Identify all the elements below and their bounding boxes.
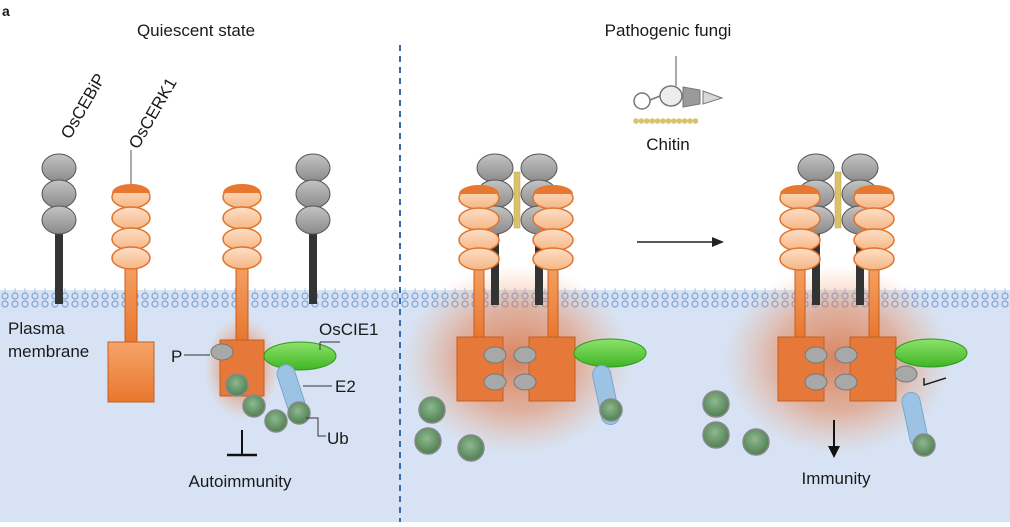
- oscerk1-lobe: [458, 247, 500, 271]
- oscebip-lobe: [520, 153, 558, 183]
- right-panel-title: Pathogenic fungi: [605, 21, 732, 40]
- phospho-label: P: [171, 347, 182, 366]
- chitin-unit: [687, 118, 693, 124]
- oscerk1-cap: [533, 185, 573, 194]
- chitin-unit: [649, 118, 655, 124]
- phosphate: [513, 346, 537, 364]
- oscie1-protein-left: [263, 341, 337, 371]
- oscebip-receptor-left-2: [295, 153, 331, 304]
- chitin-unit: [660, 118, 666, 124]
- chitin-unit: [644, 118, 650, 124]
- chitin-bound: [834, 171, 842, 229]
- oscerk1-lobe: [458, 207, 500, 231]
- right-outcome-label: Immunity: [802, 469, 871, 488]
- chitin-label: Chitin: [646, 135, 689, 154]
- oscebip-lobe: [841, 153, 879, 183]
- oscie1-label: OsCIE1: [319, 320, 379, 339]
- kinase-domain: [528, 336, 576, 402]
- oscebip-label: OsCEBiP: [57, 70, 109, 142]
- oscerk1-label: OsCERK1: [125, 75, 181, 152]
- oscerk1-cap: [780, 185, 820, 194]
- ubiquitin: [912, 433, 936, 457]
- oscebip-lobe: [476, 153, 514, 183]
- left-outcome-label: Autoimmunity: [189, 472, 292, 491]
- phosphate: [804, 373, 828, 391]
- phosphate: [483, 346, 507, 364]
- phosphate: [513, 373, 537, 391]
- chitin-chain-icon: [633, 118, 699, 124]
- oscerk1-cap: [854, 185, 894, 194]
- chitin-unit: [665, 118, 672, 124]
- oscerk1-lobe: [853, 247, 895, 271]
- oscie1-protein: [894, 338, 968, 368]
- free-ubiquitin-b: [702, 390, 770, 456]
- e2-label: E2: [335, 377, 356, 396]
- transition-arrowhead: [712, 237, 724, 247]
- oscerk1-lobe: [532, 247, 574, 271]
- panel-marker: a: [2, 3, 10, 19]
- membrane-label-line2: membrane: [8, 342, 89, 361]
- ub-label: Ub: [327, 429, 349, 448]
- phosphate: [483, 373, 507, 391]
- oscerk1-cap: [459, 185, 499, 194]
- oscerk1-lobe: [532, 207, 574, 231]
- oscebip-receptor-left: [41, 153, 77, 304]
- left-panel-title: Quiescent state: [137, 21, 255, 40]
- oscerk1-lobe: [779, 207, 821, 231]
- immunity-arrow-head: [828, 446, 840, 458]
- phosphate: [834, 346, 858, 364]
- oscie1-protein: [573, 338, 647, 368]
- chitin-bound: [513, 171, 521, 229]
- free-ubiquitin-a: [414, 396, 485, 462]
- phosphate: [834, 373, 858, 391]
- fungus-icon: [633, 56, 724, 110]
- oscerk1-lobe: [853, 207, 895, 231]
- chitin-unit: [692, 118, 699, 124]
- ubiquitin-chain-left: [225, 373, 311, 433]
- kinase-domain: [849, 336, 897, 402]
- phosphate: [894, 365, 918, 383]
- ubiquitin: [599, 398, 623, 422]
- chitin-unit: [681, 118, 688, 124]
- membrane-label-line1: Plasma: [8, 319, 65, 338]
- oscerk1-lobe: [779, 247, 821, 271]
- chitin-unit: [676, 118, 682, 124]
- chitin-unit: [654, 118, 661, 124]
- inhibition-hook: [923, 377, 947, 387]
- chitin-unit: [633, 118, 639, 124]
- receptor-complex-signaling: [723, 153, 968, 457]
- chitin-unit: [671, 118, 677, 124]
- chitin-unit: [638, 118, 645, 124]
- receptor-complex-activated: [402, 153, 647, 455]
- oscerk1-receptor-left: [107, 150, 155, 403]
- oscebip-lobe: [797, 153, 835, 183]
- phosphate: [804, 346, 828, 364]
